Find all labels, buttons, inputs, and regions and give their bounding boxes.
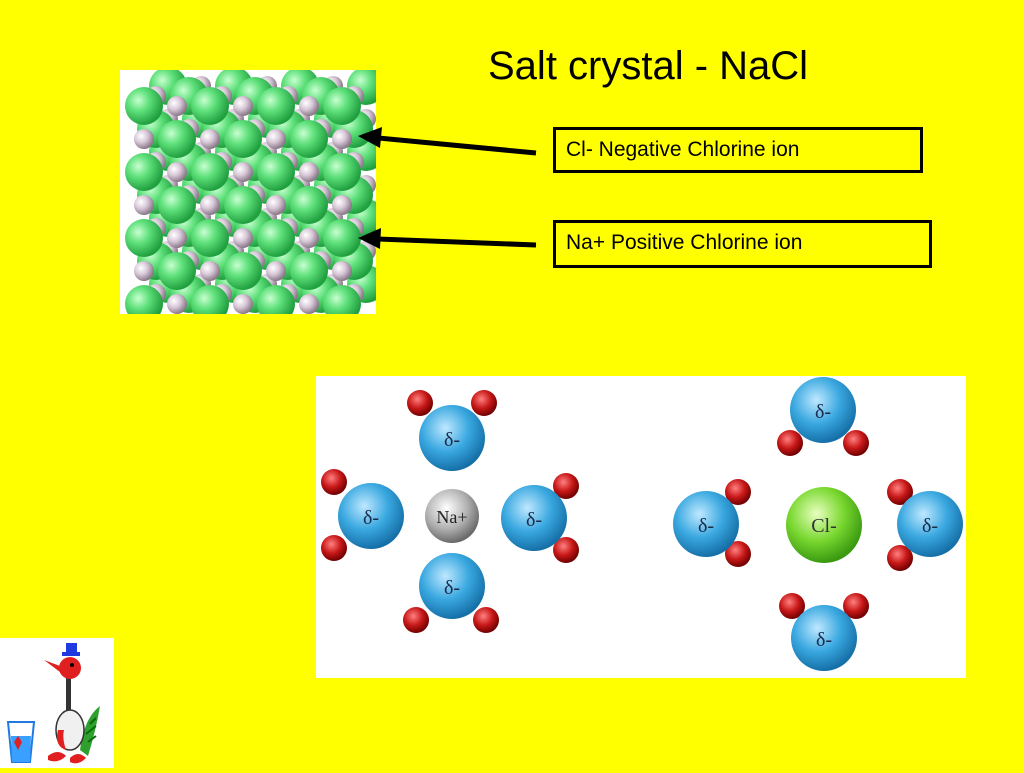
sodium-hydration: δ- δ- Na+ δ- δ- <box>321 390 579 633</box>
hydrogen-atom <box>407 390 433 416</box>
sodium-ion-label: Na+ <box>436 507 467 527</box>
chloride-atom <box>125 219 163 257</box>
chloride-label: Cl- Negative Chlorine ion <box>553 127 923 173</box>
sodium-atom <box>332 129 352 149</box>
partial-charge-label: δ- <box>816 629 832 651</box>
chloride-ion <box>786 487 862 563</box>
hydration-diagram: δ- δ- Na+ δ- δ- δ- <box>316 376 966 678</box>
sodium-atom <box>134 195 154 215</box>
chloride-atom <box>158 120 196 158</box>
hydrogen-atom <box>777 430 803 456</box>
oxygen-atom <box>790 377 856 443</box>
chloride-atom <box>191 87 229 125</box>
sodium-atom <box>200 129 220 149</box>
sodium-atom <box>266 129 286 149</box>
chloride-atom <box>191 219 229 257</box>
chloride-atom <box>257 219 295 257</box>
nacl-crystal-image <box>120 67 385 323</box>
sodium-atom <box>233 228 253 248</box>
sodium-atom <box>332 195 352 215</box>
partial-charge-label: δ- <box>363 507 379 529</box>
partial-charge-label: δ- <box>698 515 714 537</box>
chloride-atom <box>191 153 229 191</box>
oxygen-atom <box>897 491 963 557</box>
hydrogen-atom <box>553 473 579 499</box>
hydrogen-atom <box>321 469 347 495</box>
slide-title: Salt crystal - NaCl <box>488 44 809 88</box>
lattice-svg <box>125 67 385 323</box>
chloride-atom <box>224 186 262 224</box>
sodium-atom <box>299 96 319 116</box>
chloride-atom <box>257 153 295 191</box>
chloride-atom <box>257 285 295 323</box>
chloride-atom <box>125 285 163 323</box>
sodium-atom <box>299 294 319 314</box>
sodium-atom <box>299 228 319 248</box>
chloride-ion-label: Cl- <box>811 515 837 537</box>
partial-charge-label: δ- <box>815 401 831 423</box>
oxygen-atom <box>338 483 404 549</box>
hydrogen-atom <box>843 430 869 456</box>
oxygen-atom <box>673 491 739 557</box>
hydrogen-atom <box>471 390 497 416</box>
chloride-atom <box>290 252 328 290</box>
arrow-to-chloride <box>358 127 537 156</box>
oxygen-atom <box>501 485 567 551</box>
chloride-atom <box>257 87 295 125</box>
chloride-atom <box>323 219 361 257</box>
chloride-atom <box>323 153 361 191</box>
chloride-hydration: δ- δ- Cl- δ- δ- <box>673 377 963 671</box>
arrow-to-sodium <box>358 228 537 249</box>
oxygen-atom <box>419 553 485 619</box>
sodium-atom <box>134 129 154 149</box>
chloride-atom <box>290 186 328 224</box>
chloride-atom <box>125 87 163 125</box>
hydrogen-atom <box>843 593 869 619</box>
hydrogen-atom <box>725 479 751 505</box>
oxygen-atom <box>419 405 485 471</box>
sodium-atom <box>167 228 187 248</box>
hydrogen-atom <box>321 535 347 561</box>
sodium-atom <box>332 261 352 281</box>
chloride-atom <box>224 120 262 158</box>
sodium-atom <box>233 96 253 116</box>
hydration-svg: δ- δ- Na+ δ- δ- δ- <box>321 377 963 671</box>
chloride-atom <box>125 153 163 191</box>
partial-charge-label: δ- <box>922 515 938 537</box>
partial-charge-label: δ- <box>444 429 460 451</box>
hydrogen-atom <box>403 607 429 633</box>
hydrogen-atom <box>553 537 579 563</box>
chloride-atom <box>191 285 229 323</box>
sodium-atom <box>266 195 286 215</box>
sodium-atom <box>167 162 187 182</box>
chloride-atom <box>158 252 196 290</box>
sodium-ion <box>425 489 479 543</box>
sodium-atom <box>233 162 253 182</box>
sodium-atom <box>167 294 187 314</box>
mascot-svg <box>6 643 100 764</box>
chloride-atom <box>224 252 262 290</box>
sodium-atom <box>233 294 253 314</box>
hydrogen-atom <box>887 545 913 571</box>
sodium-atom <box>200 261 220 281</box>
chloride-atom <box>158 186 196 224</box>
hydrogen-atom <box>779 593 805 619</box>
cartoon-bird-mascot-icon <box>0 638 114 768</box>
partial-charge-label: δ- <box>444 577 460 599</box>
sodium-atom <box>134 261 154 281</box>
sodium-atom <box>200 195 220 215</box>
sodium-atom <box>299 162 319 182</box>
hydrogen-atom <box>887 479 913 505</box>
sodium-atom <box>167 96 187 116</box>
sodium-atom <box>266 261 286 281</box>
chloride-atom <box>323 285 361 323</box>
chloride-atom <box>323 87 361 125</box>
hydrogen-atom <box>473 607 499 633</box>
hydrogen-atom <box>725 541 751 567</box>
partial-charge-label: δ- <box>526 509 542 531</box>
sodium-label: Na+ Positive Chlorine ion <box>553 220 932 268</box>
oxygen-atom <box>791 605 857 671</box>
chloride-atom <box>290 120 328 158</box>
